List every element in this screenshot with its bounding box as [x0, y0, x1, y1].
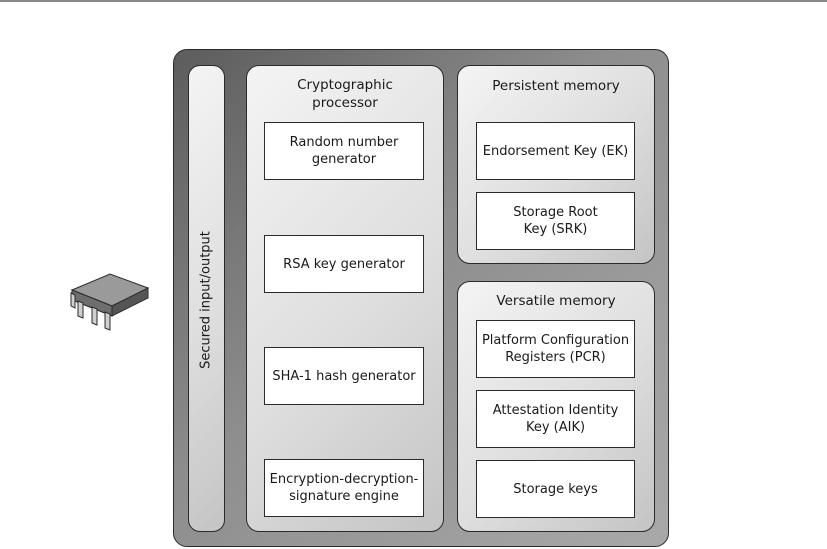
- persistent-memory-title: Persistent memory: [492, 78, 620, 94]
- sha1-hash-generator-box: SHA-1 hash generator: [264, 347, 424, 405]
- endorsement-key-box: Endorsement Key (EK): [476, 122, 635, 180]
- crypto-processor-title: Cryptographic processor: [297, 77, 393, 111]
- versatile-memory-title: Versatile memory: [496, 293, 616, 309]
- top-rule: [0, 0, 827, 2]
- secured-io-label: Secured input/output: [198, 231, 214, 369]
- secured-io-bar: [188, 65, 225, 532]
- rsa-key-generator-box: RSA key generator: [264, 235, 424, 293]
- storage-keys-box: Storage keys: [476, 460, 635, 518]
- encryption-engine-box: Encryption-decryption-signature engine: [264, 459, 424, 517]
- microchip-icon: [70, 273, 150, 331]
